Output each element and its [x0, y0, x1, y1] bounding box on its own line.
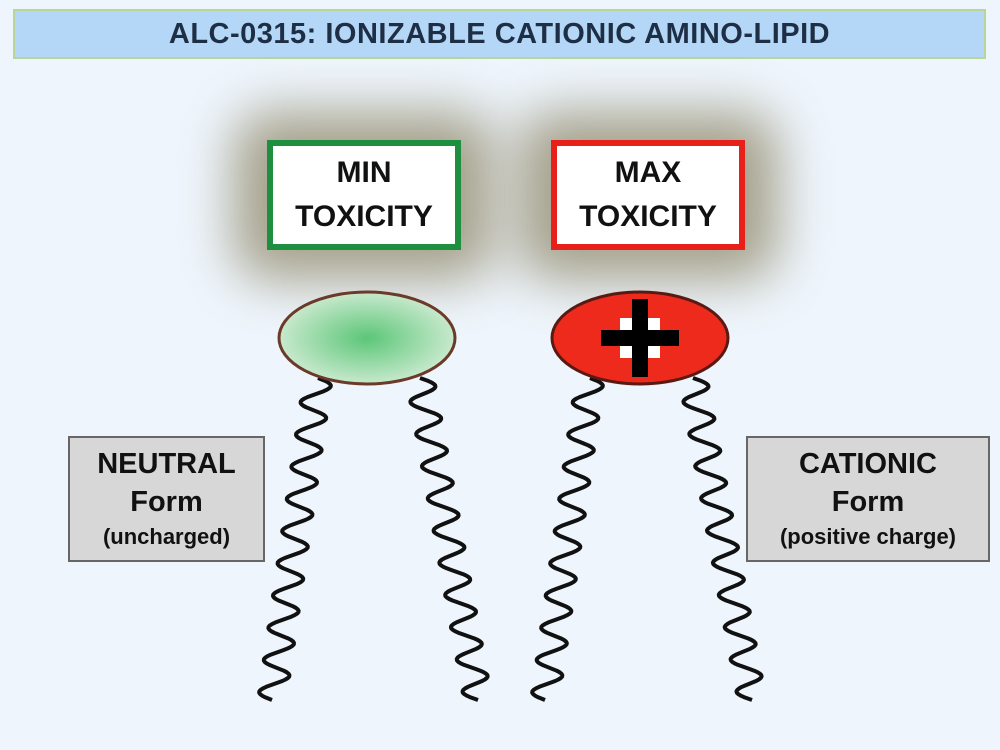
diagram-title: ALC-0315: IONIZABLE CATIONIC AMINO-LIPID: [13, 9, 986, 59]
neutral-form-line1: NEUTRAL: [97, 448, 236, 480]
lipid-tails: [257, 376, 764, 702]
max-toxicity-line1: MAX: [614, 156, 682, 189]
cationic-form-line1: CATIONIC: [798, 448, 937, 480]
min-toxicity-line1: MIN: [336, 156, 392, 189]
neutral-lipid-head: [277, 290, 457, 386]
max-toxicity-box: MAX TOXICITY: [551, 140, 745, 250]
plus-icon: [601, 299, 679, 377]
cationic-form-line3: (positive charge): [779, 524, 957, 549]
max-toxicity-line2: TOXICITY: [579, 200, 717, 233]
cationic-left-tail: [530, 376, 605, 702]
min-toxicity-line2: TOXICITY: [295, 200, 433, 233]
neutral-form-label: NEUTRAL Form (uncharged): [68, 436, 265, 562]
neutral-form-line2: Form: [130, 486, 203, 518]
neutral-form-line3: (uncharged): [102, 524, 231, 549]
cationic-right-tail: [681, 376, 764, 702]
neutral-right-tail: [408, 376, 490, 702]
neutral-left-tail: [257, 376, 333, 702]
min-toxicity-box: MIN TOXICITY: [267, 140, 461, 250]
cationic-form-label: CATIONIC Form (positive charge): [746, 436, 990, 562]
cationic-form-line2: Form: [831, 486, 905, 518]
